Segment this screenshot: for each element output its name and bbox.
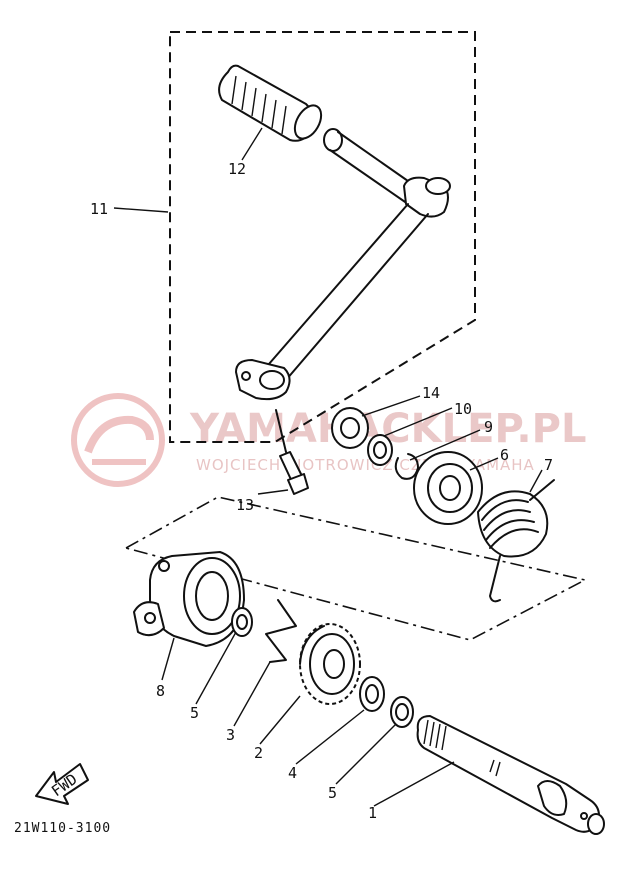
- callout-labels: 11 12 14 10 9 6 7 13 8 5 3 2 4 5 1: [90, 160, 553, 822]
- callout-3: 3: [226, 726, 235, 744]
- grip-part: [218, 64, 323, 142]
- washer-part-lower: [359, 676, 385, 712]
- callout-1: 1: [368, 804, 377, 822]
- clip-spring-part: [265, 599, 297, 663]
- kick-crank-part: [235, 128, 451, 401]
- oil-seal-part: [331, 407, 369, 449]
- callout-10: 10: [454, 400, 472, 418]
- kick-axle-part: [416, 715, 605, 835]
- bolt-part: [275, 409, 309, 495]
- callout-6: 6: [500, 446, 509, 464]
- callout-5-lower: 5: [328, 784, 337, 802]
- callout-5-upper: 5: [190, 704, 199, 722]
- circlip-part: [394, 453, 419, 480]
- section-outline: [123, 496, 588, 641]
- watermark: YAMAHACKLEP.PL WOJCIECH PIOTROWICZ CZĘŚC…: [71, 393, 586, 487]
- callout-7: 7: [544, 456, 553, 474]
- circlip-part-lower: [390, 696, 414, 728]
- torsion-spring-part: [477, 479, 555, 603]
- kick-gear-part: [299, 623, 361, 705]
- callout-2: 2: [254, 744, 263, 762]
- callout-4: 4: [288, 764, 297, 782]
- guide-part: [133, 551, 245, 647]
- leader-lines: [113, 127, 543, 807]
- callout-12: 12: [228, 160, 246, 178]
- callout-9: 9: [484, 418, 493, 436]
- clip-part-upper: [231, 607, 253, 637]
- diagram-code: 21W110-3100: [14, 821, 111, 836]
- watermark-logo-icon: [71, 393, 165, 487]
- callout-13: 13: [236, 496, 254, 514]
- spring-cover-part: [413, 451, 483, 525]
- forward-arrow-icon: FWD: [35, 763, 89, 805]
- washer-part: [367, 434, 393, 466]
- assembly-dashed-box: [169, 31, 476, 443]
- callout-14: 14: [422, 384, 440, 402]
- callout-11: 11: [90, 200, 108, 218]
- callout-8: 8: [156, 682, 165, 700]
